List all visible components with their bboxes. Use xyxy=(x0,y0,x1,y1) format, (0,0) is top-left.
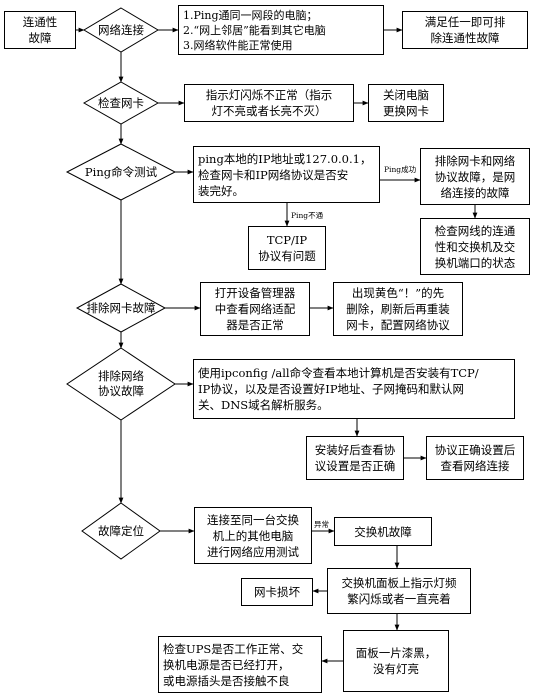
start-label: 连通性 故障 xyxy=(22,15,58,45)
device-manager-box: 打开设备管理器 中查看网络适配 器是否正常 xyxy=(200,282,310,336)
switch-indicator-box: 交换机面板上指示灯频 繁闪烁或者一直亮着 xyxy=(327,568,471,614)
nic-damaged-text: 网卡损坏 xyxy=(254,585,300,599)
same-switch-test-text: 连接至同一台交换 机上的其他电脑 进行网络应用测试 xyxy=(207,512,299,559)
check-ups-text: 检查UPS是否工作正常、交 换机电源是否已经打开， 或电源插头是否接触不良 xyxy=(163,641,304,688)
decision-check-nic: 检查网卡 xyxy=(98,95,144,110)
connectivity-ok-box: 满足任一即可排 除连通性故障 xyxy=(402,11,528,49)
decision-protocol-fault: 排除网络 协议故障 xyxy=(98,369,144,398)
ipconfig-text: 使用ipconfig /all命令查看本地计算机是否安装有TCP/ IP协议，以… xyxy=(198,366,479,412)
ping-local-box: ping本地的IP地址或127.0.0.1， 检查网卡和IP网络协议是否安 装完… xyxy=(193,146,380,203)
check-ups-box: 检查UPS是否工作正常、交 换机电源是否已经打开， 或电源插头是否接触不良 xyxy=(158,636,322,693)
diamond-d2 xyxy=(82,81,160,125)
edge-label-ping-ok: Ping成功 xyxy=(384,165,417,174)
tcpip-problem-text: TCP/IP 协议有问题 xyxy=(258,233,316,263)
diamond-d5 xyxy=(66,347,176,421)
ipconfig-box: 使用ipconfig /all命令查看本地计算机是否安装有TCP/ IP协议，以… xyxy=(193,359,515,419)
nic-damaged-box: 网卡损坏 xyxy=(241,578,313,606)
connection-fault-box: 排除网卡和网络 协议故障，是网 络连接的故障 xyxy=(420,148,530,205)
start-box: 连通性 故障 xyxy=(4,11,76,49)
replace-nic-box: 关闭电脑 更换网卡 xyxy=(368,84,444,122)
device-manager-text: 打开设备管理器 中查看网络适配 器是否正常 xyxy=(214,286,296,332)
check-protocol-settings-box: 安装好后查看协 议设置是否正确 xyxy=(306,436,404,480)
decision-network-connection: 网络连接 xyxy=(98,22,144,37)
decision-ping-test: Ping命令测试 xyxy=(84,164,158,179)
edge-label-ping-fail: Ping不通 xyxy=(291,211,324,220)
diamond-d1 xyxy=(83,7,159,53)
reinstall-nic-box: 出现黄色“！”的先 删除，刷新后再重装 网卡，配置网络协议 xyxy=(333,282,463,336)
diamond-d4 xyxy=(75,283,167,333)
ping-local-text: ping本地的IP地址或127.0.0.1， 检查网卡和IP网络协议是否安 装完… xyxy=(198,151,372,198)
connection-fault-text: 排除网卡和网络 协议故障，是网 络连接的故障 xyxy=(434,153,516,200)
indicator-abnormal-text: 指示灯闪烁不正常（指示 灯不亮或者长亮不灭） xyxy=(205,88,333,118)
replace-nic-text: 关闭电脑 更换网卡 xyxy=(383,88,429,118)
reinstall-nic-text: 出现黄色“！”的先 删除，刷新后再重装 网卡，配置网络协议 xyxy=(346,286,450,332)
decision-nic-fault: 排除网卡故障 xyxy=(86,300,156,315)
check-connection-box: 协议正确设置后 查看网络连接 xyxy=(426,436,524,480)
check-cable-switch-text: 检查网线的连通 性和交换机及交 换机端口的状态 xyxy=(434,223,516,270)
connection-criteria-text: 1.Ping通同一网段的电脑； 2.“网上邻居”能看到其它电脑 3.网络软件能正… xyxy=(183,8,326,52)
switch-fault-text: 交换机故障 xyxy=(354,524,412,539)
connection-criteria-box: 1.Ping通同一网段的电脑； 2.“网上邻居”能看到其它电脑 3.网络软件能正… xyxy=(178,5,384,55)
edge-label-abnormal: 异常 xyxy=(314,520,329,529)
panel-dark-box: 面板一片漆黑， 没有灯亮 xyxy=(343,630,449,692)
check-protocol-settings-text: 安装好后查看协 议设置是否正确 xyxy=(314,443,396,473)
switch-indicator-text: 交换机面板上指示灯频 繁闪烁或者一直亮着 xyxy=(341,576,457,606)
tcpip-problem-box: TCP/IP 协议有问题 xyxy=(248,226,326,270)
indicator-abnormal-box: 指示灯闪烁不正常（指示 灯不亮或者长亮不灭） xyxy=(184,84,354,122)
check-cable-switch-box: 检查网线的连通 性和交换机及交 换机端口的状态 xyxy=(420,218,530,275)
diamond-d3 xyxy=(65,143,177,201)
same-switch-test-box: 连接至同一台交换 机上的其他电脑 进行网络应用测试 xyxy=(194,507,312,564)
connectivity-ok-text: 满足任一即可排 除连通性故障 xyxy=(424,15,506,45)
switch-fault-box: 交换机故障 xyxy=(334,517,432,546)
check-connection-text: 协议正确设置后 查看网络连接 xyxy=(434,443,516,473)
diamond-d6 xyxy=(81,502,161,560)
panel-dark-text: 面板一片漆黑， 没有灯亮 xyxy=(355,646,437,676)
decision-fault-location: 故障定位 xyxy=(98,523,144,538)
